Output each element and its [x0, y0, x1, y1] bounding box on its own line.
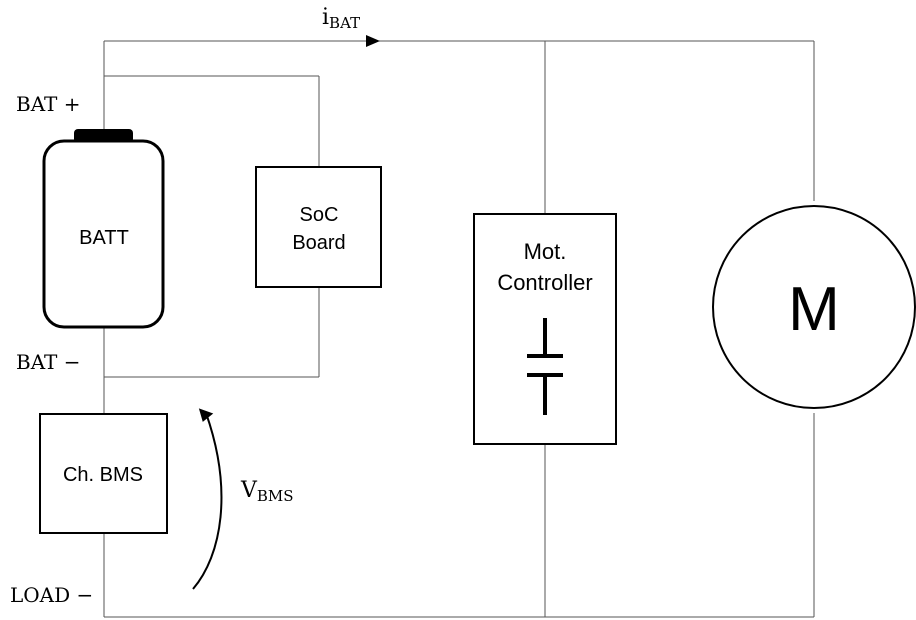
voltage-arrow-icon [198, 408, 214, 422]
soc-board-label-line2: Board [292, 232, 345, 254]
motor-controller: Mot. Controller [473, 213, 617, 445]
battery-body [42, 139, 165, 329]
battery: BATT [42, 129, 165, 329]
motor-circle [712, 205, 916, 409]
battery-label: BATT [79, 227, 129, 249]
load-minus-label: LOAD − [10, 583, 93, 607]
motor-label: M [788, 275, 840, 344]
bms-box [39, 413, 168, 534]
bms-label: Ch. BMS [63, 464, 143, 486]
current-label: iBAT [322, 5, 360, 32]
motor-controller-label-line2: Controller [497, 270, 592, 295]
voltage-label: VBMS [240, 478, 294, 505]
voltage-curve [192, 412, 223, 590]
wires [103, 40, 815, 618]
motor: M [712, 205, 916, 409]
soc-board: SoC Board [255, 166, 382, 288]
current-arrow-icon [366, 35, 380, 47]
bms: Ch. BMS [39, 413, 168, 534]
soc-board-label-line1: SoC [300, 204, 339, 226]
capacitor-icon [527, 318, 563, 415]
motor-controller-label-line1: Mot. [524, 239, 567, 264]
bat-minus-label: BAT − [16, 350, 81, 374]
bat-plus-label: BAT + [16, 92, 81, 116]
soc-board-box [255, 166, 382, 288]
